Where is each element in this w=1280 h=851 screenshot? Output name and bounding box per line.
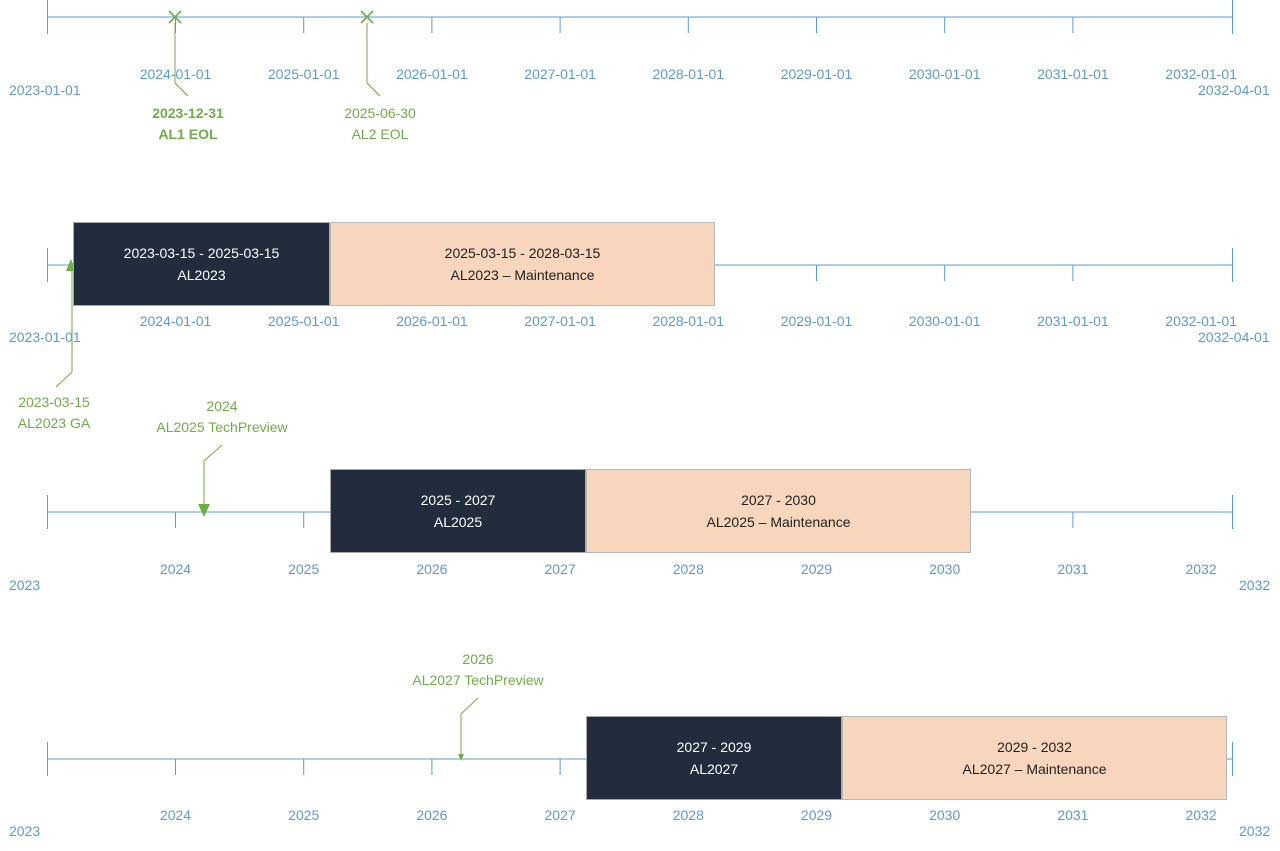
axis-end-label: 2032: [1239, 577, 1271, 593]
tick-label: 2029: [800, 561, 833, 577]
phase-date-range: 2027 - 2029: [676, 739, 752, 755]
axis-start-label: 2023-01-01: [9, 329, 81, 345]
tick-label: 2027: [544, 561, 576, 577]
tick-label: 2027-01-01: [524, 66, 596, 82]
phase-date-range: 2025 - 2027: [420, 492, 496, 508]
tick-label: 2028: [672, 807, 704, 823]
tick-label: 2029-01-01: [780, 313, 853, 329]
tick-label: 2026-01-01: [396, 66, 468, 82]
tick-label: 2027-01-01: [524, 313, 596, 329]
axis-start-label: 2023: [9, 577, 41, 593]
tick-label: 2031-01-01: [1037, 313, 1109, 329]
milestone-date: 2023-12-31: [152, 105, 224, 121]
tick-label: 2025-01-01: [267, 66, 340, 82]
callout-line: [460, 697, 479, 755]
tick-label: 2024-01-01: [139, 313, 212, 329]
tick-label: 2032: [1185, 561, 1217, 577]
axis-end-label: 2032-04-01: [1198, 329, 1270, 345]
phase-date-range: 2023-03-15 - 2025-03-15: [123, 245, 280, 261]
axis-start-label: 2023: [9, 823, 41, 839]
tick-label: 2030: [929, 561, 961, 577]
tick-label: 2026: [416, 561, 448, 577]
axis-end-label: 2032: [1239, 823, 1271, 839]
tick-label: 2029: [800, 807, 833, 823]
callout-line: [203, 444, 223, 506]
tick-label: 2030-01-01: [908, 66, 981, 82]
tick-label: 2030: [929, 807, 961, 823]
triangle-down-icon: [458, 754, 464, 761]
milestone-date: 2026: [462, 651, 494, 667]
callout-line: [366, 23, 381, 97]
tick-label: 2031-01-01: [1037, 66, 1109, 82]
callout-line: [174, 23, 189, 97]
milestone-label: AL2023 GA: [17, 415, 91, 431]
tick-label: 2032: [1185, 807, 1217, 823]
tick-label: 2026: [416, 807, 448, 823]
tick-label: 2032-01-01: [1165, 313, 1237, 329]
tick-label: 2024: [159, 807, 192, 823]
phase-name: AL2023 – Maintenance: [450, 267, 595, 283]
tick-label: 2025: [288, 561, 320, 577]
triangle-down-icon: [198, 504, 210, 517]
phase-name: AL2027 – Maintenance: [962, 761, 1107, 777]
milestone-date: 2023-03-15: [18, 394, 90, 410]
phase-name: AL2023: [177, 267, 226, 283]
tick-label: 2032-01-01: [1165, 66, 1237, 82]
milestone-label: AL1 EOL: [158, 126, 218, 142]
tick-label: 2031: [1057, 807, 1089, 823]
milestone-label: AL2 EOL: [351, 126, 409, 142]
tick-label: 2025: [288, 807, 320, 823]
tick-label: 2029-01-01: [780, 66, 853, 82]
milestone-label: AL2025 TechPreview: [156, 419, 288, 435]
tick-label: 2026-01-01: [396, 313, 468, 329]
tick-label: 2028-01-01: [652, 66, 725, 82]
x-icon: [168, 10, 182, 24]
tick-label: 2024-01-01: [139, 66, 212, 82]
tick-label: 2031: [1057, 561, 1089, 577]
phase-name: AL2025: [433, 514, 483, 530]
phase-date-range: 2025-03-15 - 2028-03-15: [444, 245, 601, 261]
tick-label: 2028-01-01: [652, 313, 725, 329]
callout-line: [55, 271, 73, 388]
milestone-date: 2024: [206, 398, 238, 414]
milestone-label: AL2027 TechPreview: [412, 672, 544, 688]
axis-start-label: 2023-01-01: [9, 82, 81, 98]
phase-date-range: 2029 - 2032: [997, 739, 1072, 755]
tick-label: 2030-01-01: [908, 313, 981, 329]
tick-label: 2025-01-01: [267, 313, 340, 329]
tick-label: 2028: [672, 561, 704, 577]
axis-end-label: 2032-04-01: [1198, 82, 1270, 98]
phase-name: AL2027: [689, 761, 739, 777]
milestone-date: 2025-06-30: [344, 105, 416, 121]
tick-label: 2027: [544, 807, 576, 823]
tick-label: 2024: [159, 561, 192, 577]
phase-date-range: 2027 - 2030: [741, 492, 816, 508]
phase-name: AL2025 – Maintenance: [706, 514, 851, 530]
x-icon: [360, 10, 374, 24]
